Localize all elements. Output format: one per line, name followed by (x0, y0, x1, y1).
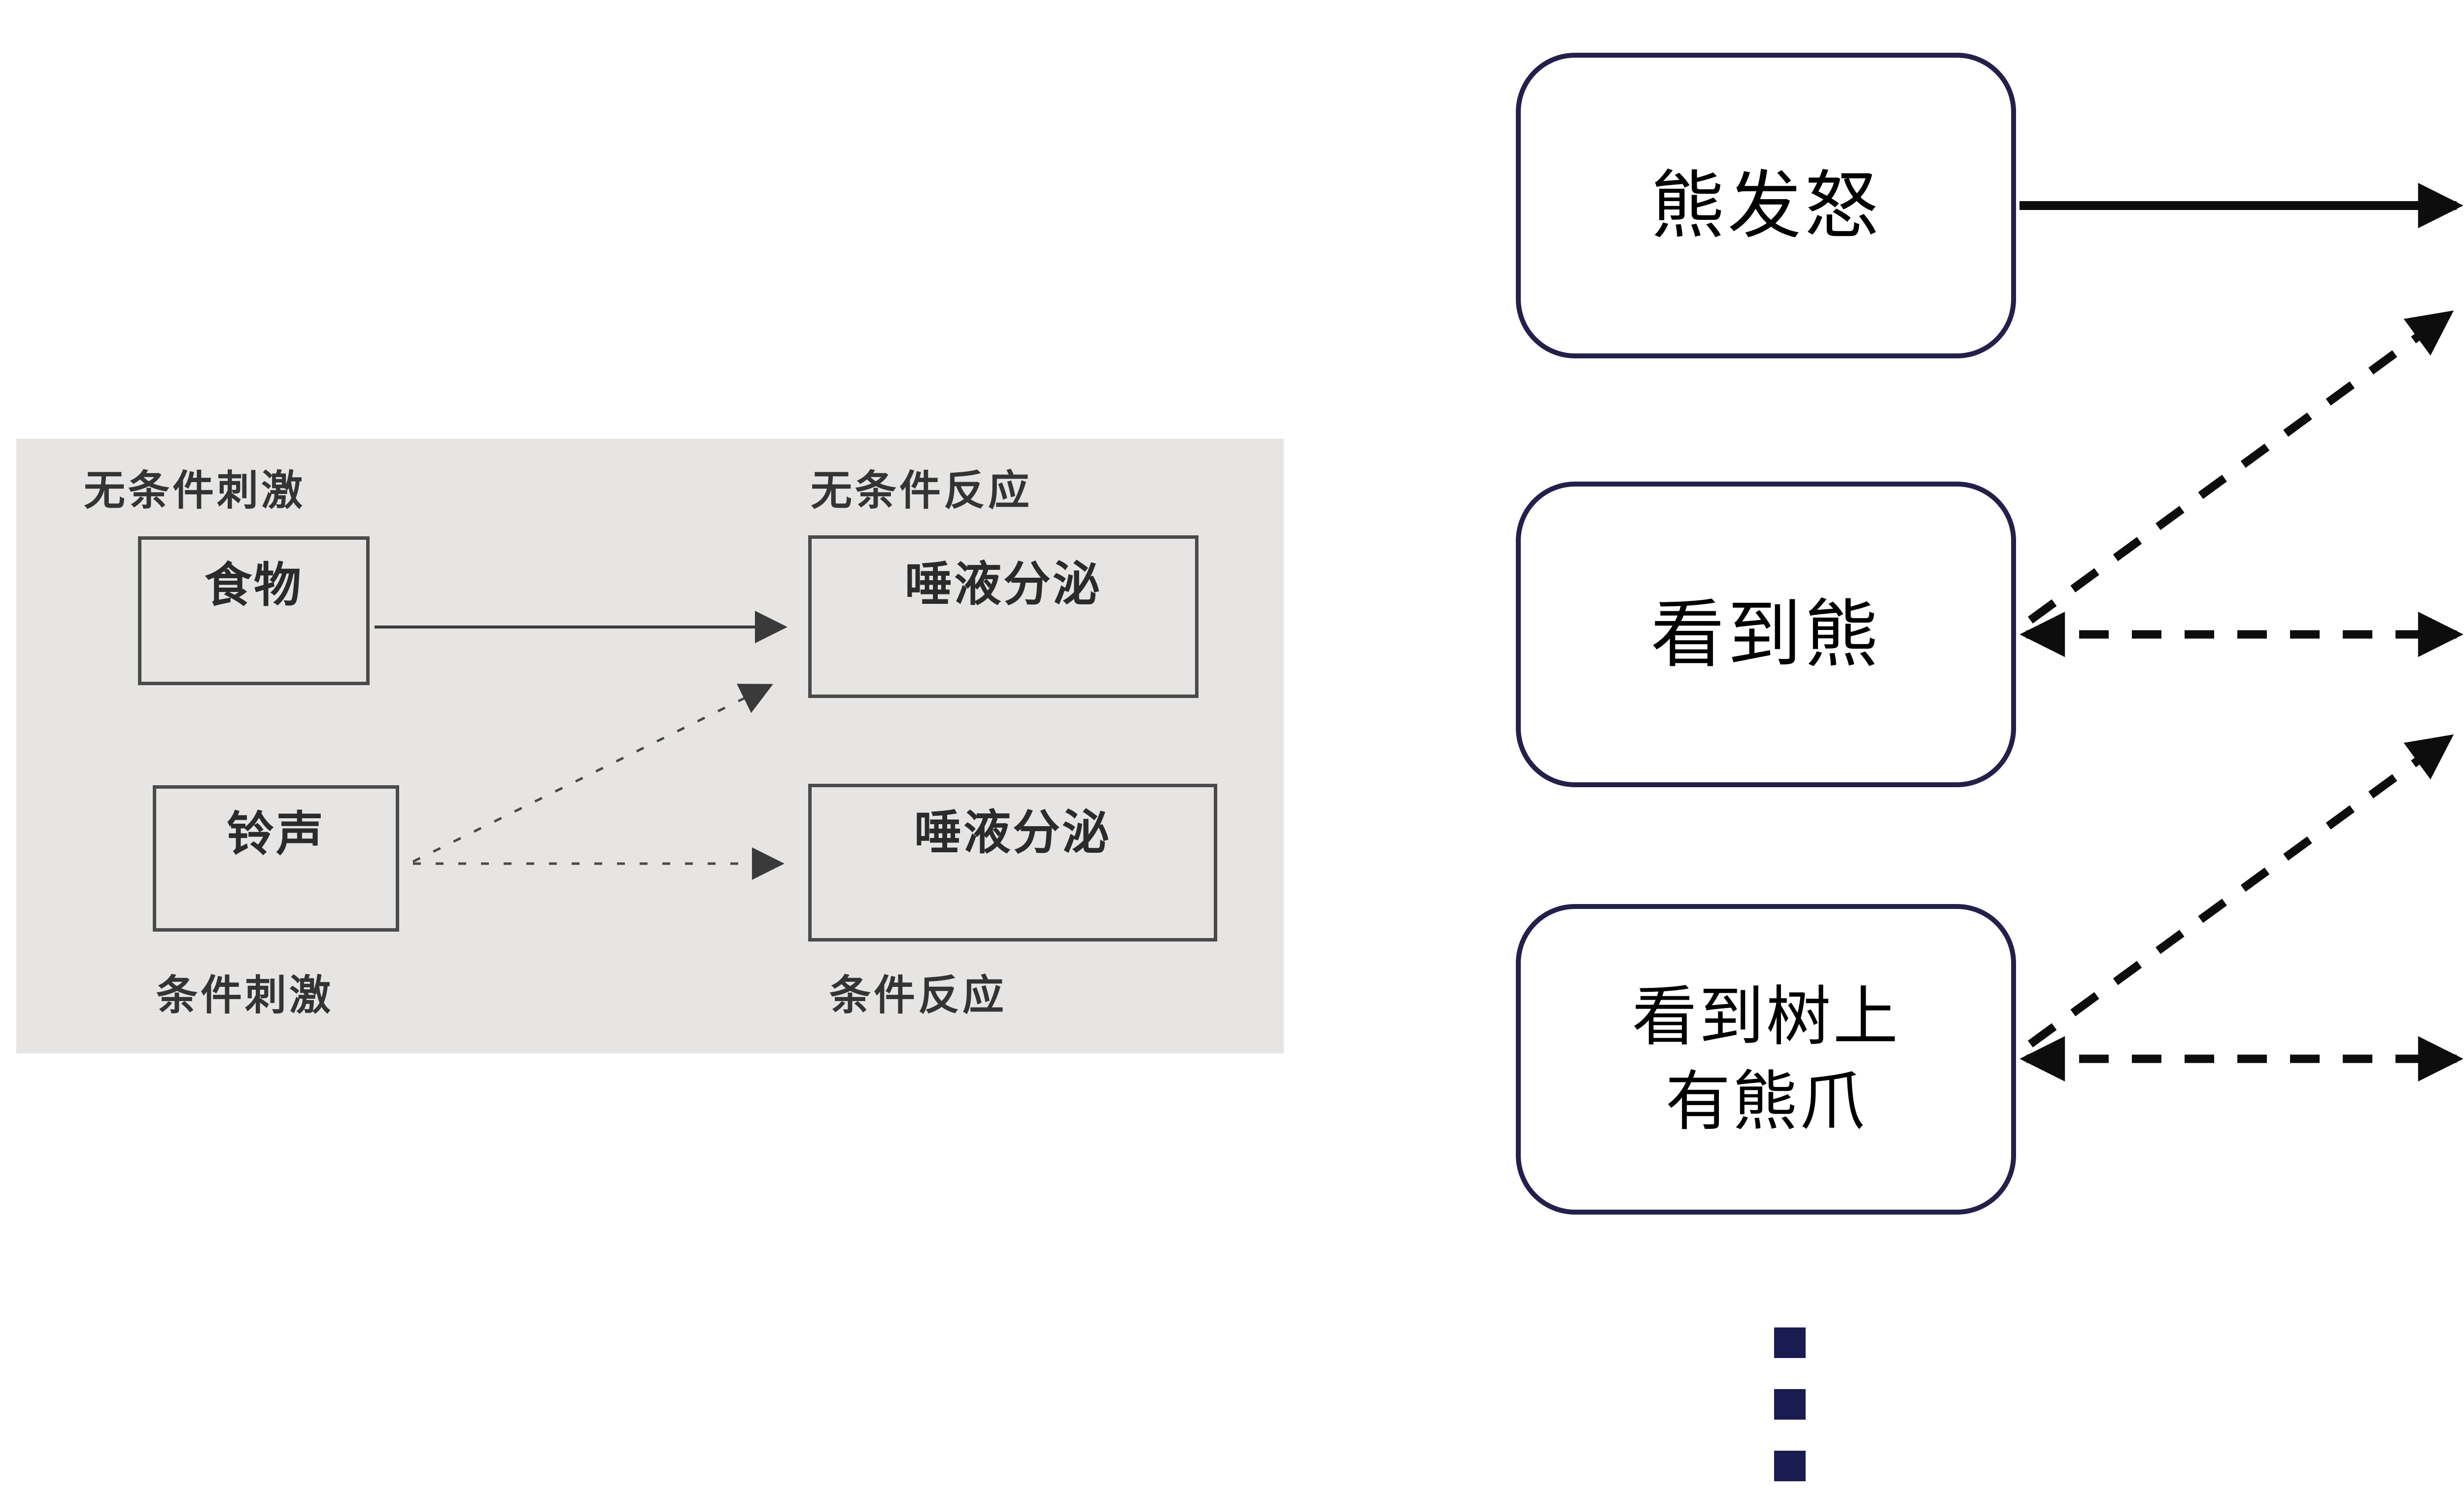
see-bear-claw-line2: 有熊爪 (1665, 1065, 1867, 1138)
dashed-arrow-see-claw-to-value-next (2027, 734, 2454, 1047)
ellipsis-dot-left-3 (1774, 1451, 1806, 1481)
see-bear-claw-text: 看到树上 有熊爪 (1632, 975, 1900, 1144)
salivation-box-bottom: 唾液分泌 (808, 784, 1217, 941)
salivation-box-top: 唾液分泌 (808, 535, 1198, 698)
bell-box: 铃声 (153, 785, 399, 932)
bear-angry-box: 熊发怒 (1516, 53, 2016, 358)
ellipsis-dot-left-2 (1774, 1389, 1806, 1420)
see-bear-claw-box: 看到树上 有熊爪 (1516, 904, 2016, 1215)
label-conditioned-response: 条件反应 (829, 972, 1007, 1018)
ellipsis-dot-left-1 (1774, 1327, 1806, 1358)
label-unconditioned-stimulus: 无条件刺激 (84, 467, 306, 514)
dashed-arrow-see-bear-to-reward (2027, 310, 2454, 624)
see-bear-claw-line1: 看到树上 (1632, 980, 1900, 1053)
label-unconditioned-response: 无条件反应 (811, 467, 1033, 514)
food-box: 食物 (138, 536, 370, 685)
see-bear-box: 看到熊 (1516, 482, 2016, 787)
classical-conditioning-panel: 无条件刺激 无条件反应 食物 唾液分泌 铃声 唾液分泌 条件刺激 条件反应 (16, 439, 1284, 1053)
label-conditioned-stimulus: 条件刺激 (156, 972, 334, 1018)
